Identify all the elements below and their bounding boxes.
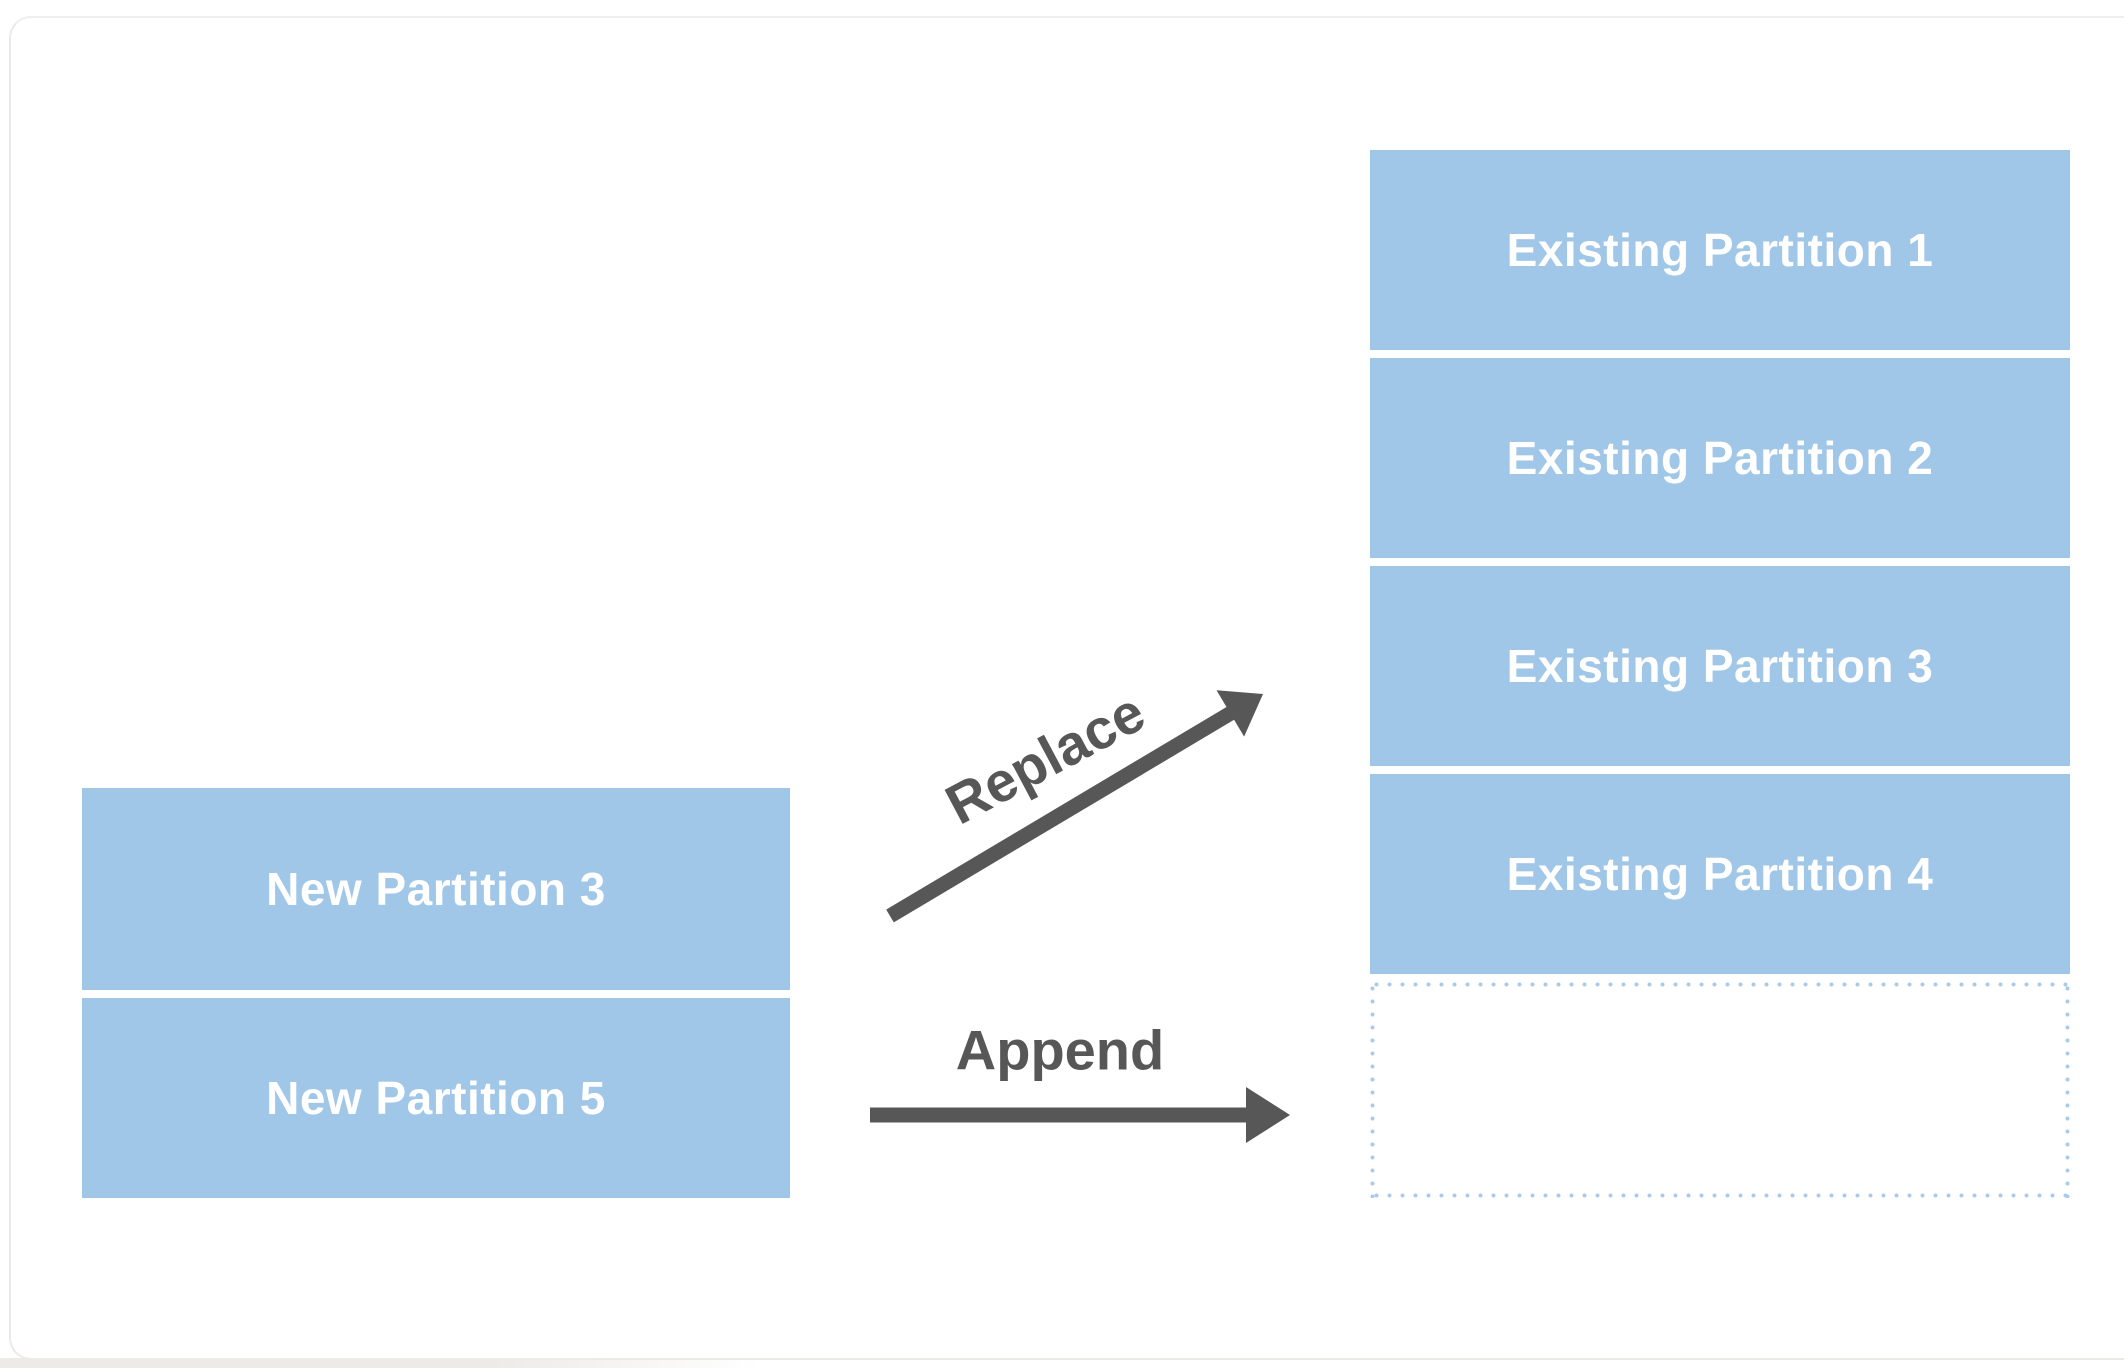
existing-partition-3-label: Existing Partition 3 — [1506, 640, 1934, 692]
replace-arrow-label: Replace — [935, 679, 1155, 837]
existing-partition-1-box: Existing Partition 1 — [1370, 150, 2070, 350]
append-arrow-label: Append — [955, 1018, 1165, 1082]
new-partition-3-label: New Partition 3 — [266, 863, 606, 915]
new-partition-3-box: New Partition 3 — [82, 788, 790, 990]
existing-partition-2-label: Existing Partition 2 — [1506, 432, 1934, 484]
append-arrow — [870, 1087, 1290, 1143]
page-background-strip — [0, 1358, 760, 1368]
existing-partition-4-label: Existing Partition 4 — [1506, 848, 1934, 900]
existing-partition-3-box: Existing Partition 3 — [1370, 566, 2070, 766]
existing-partition-1-label: Existing Partition 1 — [1506, 224, 1934, 276]
new-partition-5-label: New Partition 5 — [266, 1072, 606, 1124]
new-partition-5-box: New Partition 5 — [82, 998, 790, 1198]
empty-partition-slot — [1370, 982, 2070, 1198]
existing-partition-2-box: Existing Partition 2 — [1370, 358, 2070, 558]
existing-partition-4-box: Existing Partition 4 — [1370, 774, 2070, 974]
